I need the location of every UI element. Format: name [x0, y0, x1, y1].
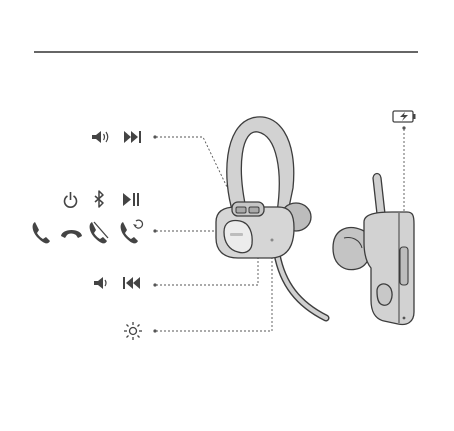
- earbud-side-view: [333, 174, 414, 325]
- bluetooth-icon: [95, 191, 103, 207]
- power-icon: [65, 192, 77, 207]
- led-light-icon: [124, 322, 142, 340]
- leader-upper-button: [156, 137, 238, 210]
- call-end-icon: [61, 230, 82, 238]
- status-light-dot: [271, 239, 274, 242]
- battery-charging-icon: [393, 111, 416, 122]
- charging-port-slot: [400, 247, 408, 285]
- next-track-icon: [124, 131, 141, 143]
- call-switch-icon: [121, 220, 143, 243]
- earbud-front-view: [216, 117, 326, 318]
- play-pause-icon: [123, 193, 139, 206]
- ear-hook: [227, 117, 294, 213]
- volume-down-icon: [94, 277, 106, 289]
- hook-stub: [373, 174, 385, 215]
- call-reject-icon: [90, 222, 108, 243]
- previous-track-icon: [123, 277, 140, 289]
- call-accept-icon: [33, 222, 50, 243]
- cable: [276, 248, 326, 318]
- volume-up-icon: [92, 131, 108, 143]
